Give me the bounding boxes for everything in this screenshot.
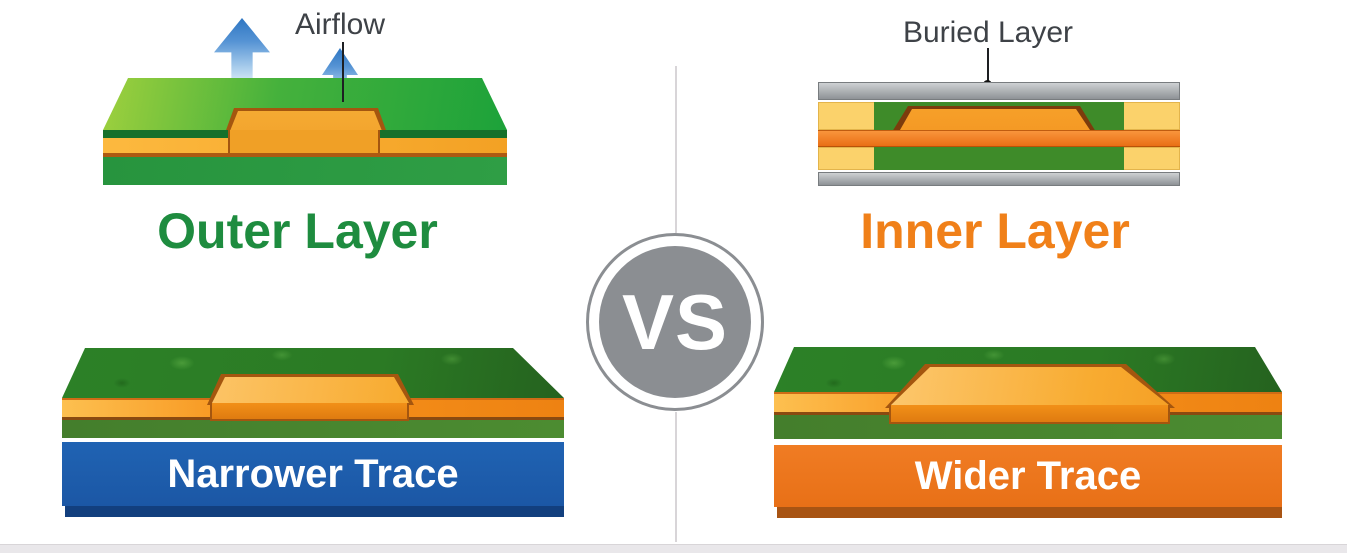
wider-trace-top [891,367,1169,405]
outer-trace-front [228,130,380,153]
wider-trace-base-edge [777,507,1282,518]
narrower-board-substrate [62,420,564,438]
inner-trace [900,109,1090,130]
outer-board-copper-shadow-line [103,153,507,157]
inner-board-prepreg-lower-left [818,147,876,170]
inner-layer-board [818,82,1180,186]
center-divider-bottom [675,412,677,542]
inner-board-top-plane [818,82,1180,100]
narrower-trace-base: Narrower Trace [62,442,564,506]
narrower-trace-label: Narrower Trace [167,451,459,496]
wider-trace-board: Wider Trace [774,345,1286,522]
inner-board-prepreg-upper-left [818,102,876,130]
outer-layer-title: Outer Layer [157,203,438,259]
inner-board-copper-band [818,130,1180,147]
inner-board-core-lower [874,147,1124,170]
buried-layer-pointer-line [987,48,989,82]
center-divider-top [675,66,677,233]
vs-label: VS [621,277,729,366]
inner-layer-title: Inner Layer [860,203,1130,259]
narrower-trace-top [212,377,409,403]
outer-board-substrate [103,157,507,185]
vs-badge: VS [586,233,764,411]
inner-board-prepreg-upper-right [1122,102,1180,130]
narrower-trace-board: Narrower Trace [62,345,568,520]
airflow-label: Airflow [294,8,385,41]
vs-badge-circle: VS [599,246,751,398]
bottom-edge-strip [0,544,1347,553]
outer-trace-top [230,111,382,131]
inner-board-bottom-plane [818,172,1180,186]
outer-layer-board [60,75,530,190]
wider-trace-label: Wider Trace [914,453,1142,498]
inner-board-prepreg-lower-right [1122,147,1180,170]
buried-layer-label: Buried Layer [902,16,1074,49]
airflow-pointer-line [342,42,344,102]
wider-trace-front [889,405,1170,424]
narrower-trace-front [210,403,409,421]
narrower-trace-base-edge [65,506,564,517]
wider-trace-base: Wider Trace [774,445,1282,507]
